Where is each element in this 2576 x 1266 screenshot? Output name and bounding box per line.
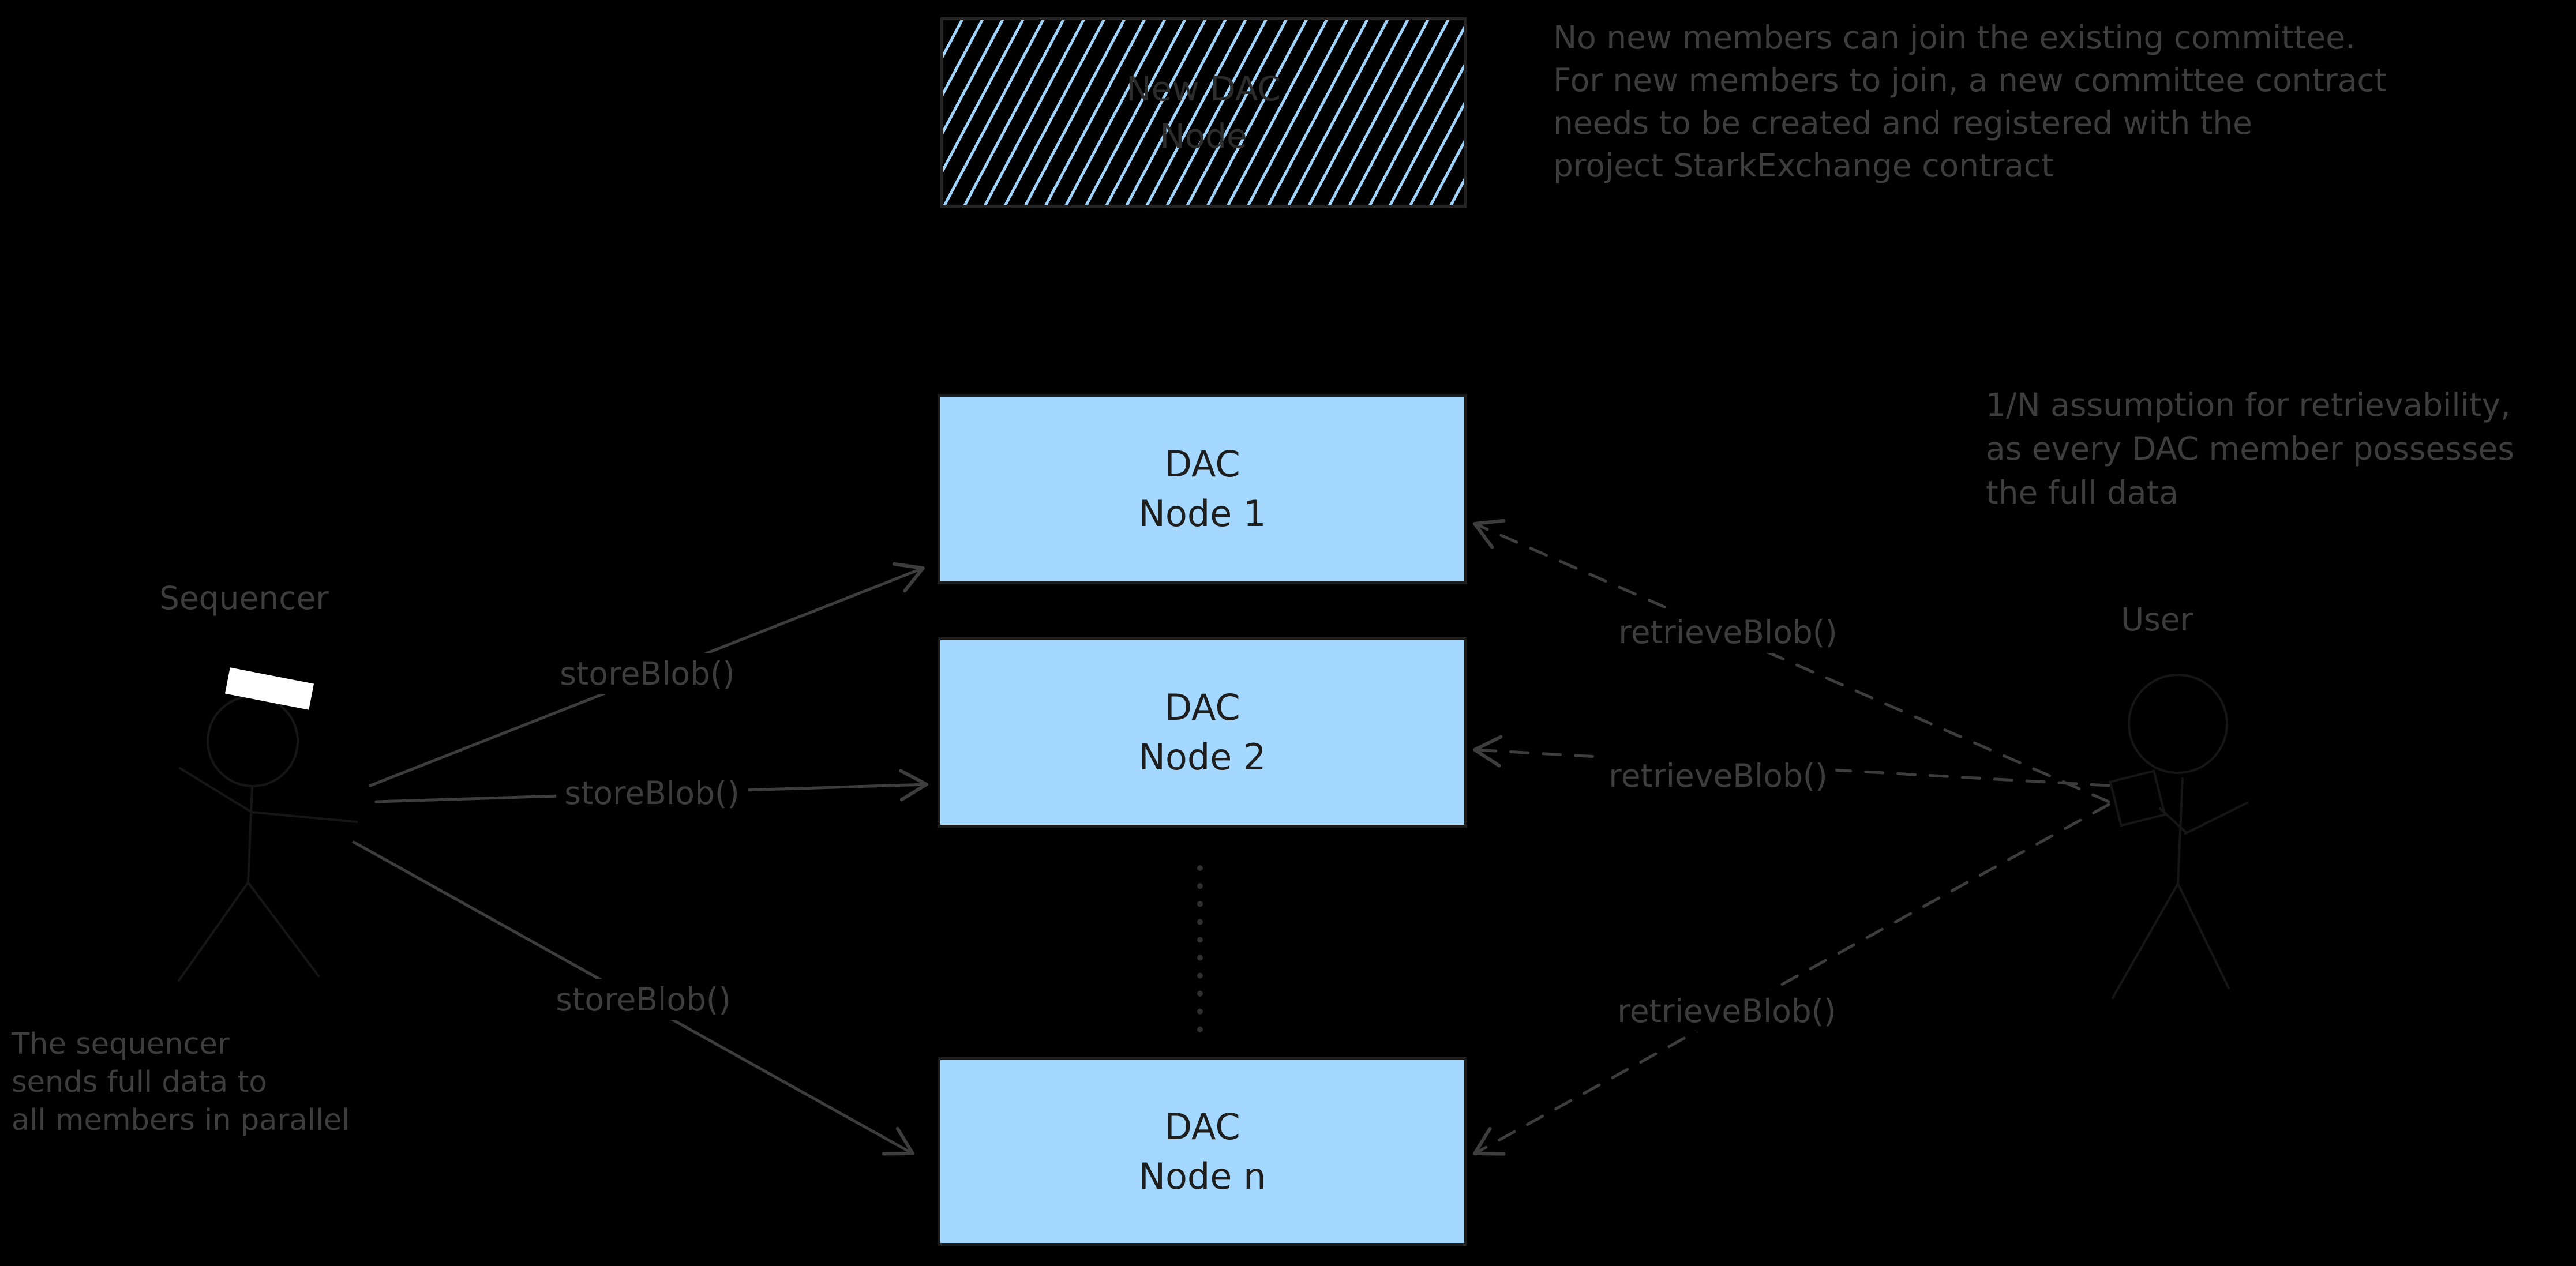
sequencer-leg-left: [178, 881, 249, 982]
sequencer-note-line: The sequencer: [12, 1027, 230, 1061]
sequencer-leg-right: [247, 881, 320, 977]
new-dac-node-label-line2: Node: [1160, 117, 1247, 156]
user-arm-right: [2184, 802, 2248, 835]
user-hand-device: [2109, 769, 2166, 827]
dac-node-2-box: DAC Node 2: [938, 637, 1467, 828]
dac-node-n-line1: DAC: [1164, 1105, 1240, 1148]
sequencer-note: The sequencer sends full data to all mem…: [12, 1025, 350, 1140]
sequencer-note-line: all members in parallel: [12, 1103, 350, 1137]
committee-note: No new members can join the existing com…: [1553, 16, 2387, 187]
retrieve-blob-arrow-noden: [1473, 803, 2110, 1156]
dac-node-n-line2: Node n: [1138, 1155, 1266, 1197]
store-blob-label-2: storeBlob(): [556, 772, 748, 814]
dac-node-2-line2: Node 2: [1138, 736, 1266, 778]
committee-note-line: needs to be created and registered with …: [1553, 104, 2253, 141]
new-dac-node-label-line1: New DAC: [1126, 69, 1281, 108]
user-label: User: [2121, 601, 2193, 638]
dac-node-1-box: DAC Node 1: [938, 394, 1467, 584]
dac-node-1-line2: Node 1: [1138, 493, 1266, 535]
committee-note-line: project StarkExchange contract: [1553, 147, 2054, 184]
sequencer-label: Sequencer: [159, 580, 329, 617]
dac-node-2-line1: DAC: [1164, 686, 1240, 728]
sequencer-arm-left: [179, 767, 253, 813]
dac-node-1-line1: DAC: [1164, 443, 1240, 485]
sequencer-body: [247, 785, 253, 884]
user-leg-right: [2177, 882, 2230, 989]
store-blob-label-3: storeBlob(): [548, 979, 739, 1020]
retrievability-note-line: the full data: [1986, 474, 2178, 511]
user-body: [2177, 777, 2184, 885]
retrieve-blob-label-2: retrieveBlob(): [1600, 755, 1836, 797]
sequencer-arm-right: [250, 811, 358, 823]
retrieve-blob-label-1: retrieveBlob(): [1610, 611, 1846, 653]
retrieve-blob-label-3: retrieveBlob(): [1609, 990, 1844, 1032]
retrievability-note-line: 1/N assumption for retrievability,: [1986, 386, 2511, 423]
new-dac-node-box: New DAC Node: [940, 17, 1467, 208]
committee-note-line: No new members can join the existing com…: [1553, 19, 2356, 56]
user-person-icon: [2109, 674, 2248, 999]
sequencer-hat: [224, 667, 314, 710]
retrievability-note: 1/N assumption for retrievability, as ev…: [1986, 383, 2514, 514]
committee-note-line: For new members to join, a new committee…: [1553, 62, 2387, 99]
store-blob-label-1: storeBlob(): [552, 653, 743, 694]
user-leg-left: [2112, 882, 2179, 999]
sequencer-person-icon: [178, 667, 358, 982]
dac-node-n-box: DAC Node n: [938, 1057, 1467, 1246]
retrievability-note-line: as every DAC member possesses: [1986, 430, 2514, 467]
sequencer-head: [207, 695, 299, 787]
user-head: [2128, 674, 2228, 774]
sequencer-note-line: sends full data to: [12, 1065, 267, 1099]
user-arm-left: [2159, 807, 2187, 833]
